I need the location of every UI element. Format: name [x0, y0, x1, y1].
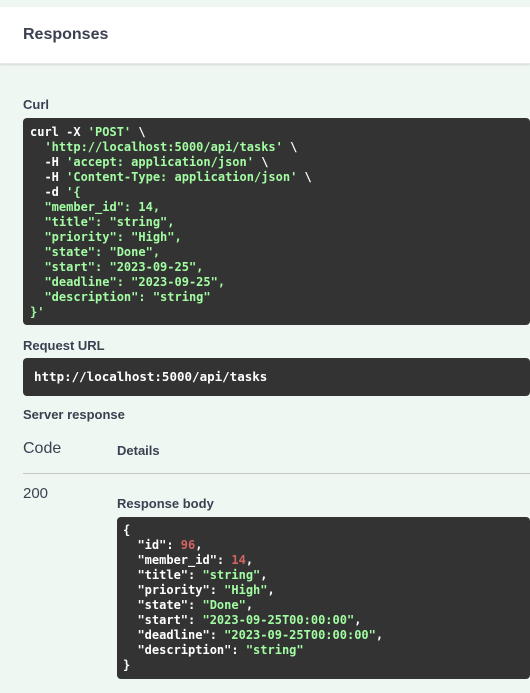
body-line: "id": 96, [123, 538, 530, 553]
curl-line: "state": "Done", [30, 245, 530, 260]
curl-token: \ [253, 155, 269, 169]
server-response-label: Server response [23, 407, 125, 422]
body-line: { [123, 523, 530, 538]
curl-token: "member_id": 14, [30, 200, 161, 214]
request-url-block[interactable]: http://localhost:5000/api/tasks [23, 358, 530, 396]
curl-command-block[interactable]: curl -X 'POST' \ 'http://localhost:5000/… [23, 118, 530, 325]
curl-token: \ [131, 125, 146, 139]
body-line: "description": "string" [123, 643, 530, 658]
body-token: "2023-09-25T00:00:00" [224, 628, 376, 642]
body-line: "priority": "High", [123, 583, 530, 598]
body-line: } [123, 658, 530, 673]
curl-token: curl -X [30, 125, 88, 139]
curl-token: 'http://localhost:5000/api/tasks' [44, 140, 283, 154]
body-token: "deadline": [123, 628, 225, 642]
body-token: } [123, 658, 131, 672]
curl-line: "title": "string", [30, 215, 530, 230]
curl-line: -H 'Content-Type: application/json' \ [30, 170, 530, 185]
response-body-block[interactable]: { "id": 96, "member_id": 14, "title": "s… [117, 517, 530, 679]
body-token: "2023-09-25T00:00:00" [202, 613, 355, 627]
code-column-header: Code [23, 440, 62, 457]
top-band [0, 0, 530, 7]
curl-token: 'POST' [87, 125, 132, 139]
body-token: "id": [123, 538, 181, 552]
curl-line: }' [30, 305, 530, 320]
body-token: { [123, 523, 131, 537]
curl-line: curl -X 'POST' \ [30, 125, 530, 140]
request-url-value: http://localhost:5000/api/tasks [34, 369, 268, 384]
responses-title: Responses [23, 26, 109, 43]
curl-line: -d '{ [30, 185, 530, 200]
body-line: "member_id": 14, [123, 553, 530, 568]
curl-token: 'Content-Type: application/json' [66, 170, 298, 184]
curl-line: "description": "string" [30, 290, 530, 305]
body-token: , [375, 628, 384, 642]
body-line: "title": "string", [123, 568, 530, 583]
curl-token: "deadline": "2023-09-25", [30, 275, 226, 289]
table-divider [23, 473, 530, 474]
body-line: "state": "Done", [123, 598, 530, 613]
body-token: , [245, 598, 254, 612]
curl-token: -H [30, 155, 67, 169]
body-line: "deadline": "2023-09-25T00:00:00", [123, 628, 530, 643]
curl-token: 'accept: application/json' [66, 155, 254, 169]
curl-line: "member_id": 14, [30, 200, 530, 215]
curl-token: \ [282, 140, 298, 154]
curl-token: '{ [66, 185, 81, 199]
body-token: "member_id": [123, 553, 232, 567]
responses-header: Responses [0, 7, 530, 64]
body-token: "string" [202, 568, 261, 582]
curl-label: Curl [23, 97, 49, 112]
body-token: "string" [245, 643, 304, 657]
body-token: "description": [123, 643, 246, 657]
curl-token: "start": "2023-09-25", [30, 260, 204, 274]
request-url-label: Request URL [23, 338, 105, 353]
body-token: "title": [123, 568, 203, 582]
response-status-code: 200 [23, 485, 49, 502]
curl-token: }' [30, 305, 45, 319]
curl-token: \ [297, 170, 312, 184]
body-token: "Done" [202, 598, 246, 612]
curl-line: "start": "2023-09-25", [30, 260, 530, 275]
curl-token [30, 140, 44, 154]
curl-line: 'http://localhost:5000/api/tasks' \ [30, 140, 530, 155]
curl-token: -d [30, 185, 67, 199]
body-line: "start": "2023-09-25T00:00:00", [123, 613, 530, 628]
curl-token: -H [30, 170, 67, 184]
curl-line: "priority": "High", [30, 230, 530, 245]
body-token: 96 [180, 538, 196, 552]
curl-token: "description": "string" [30, 290, 211, 304]
body-token: , [267, 583, 275, 597]
curl-token: "state": "Done", [30, 245, 161, 259]
curl-token: "title": "string", [30, 215, 175, 229]
body-token: "priority": [123, 583, 225, 597]
body-token: , [354, 613, 362, 627]
curl-line: -H 'accept: application/json' \ [30, 155, 530, 170]
body-token: , [245, 553, 254, 567]
body-token: 14 [231, 553, 246, 567]
body-token: "High" [224, 583, 268, 597]
body-token: , [195, 538, 203, 552]
body-token: "state": [123, 598, 203, 612]
curl-line: "deadline": "2023-09-25", [30, 275, 530, 290]
body-token: "start": [123, 613, 203, 627]
response-body-label: Response body [117, 496, 214, 511]
body-token: , [260, 568, 268, 582]
curl-token: "priority": "High", [30, 230, 182, 244]
details-column-header: Details [117, 443, 160, 458]
